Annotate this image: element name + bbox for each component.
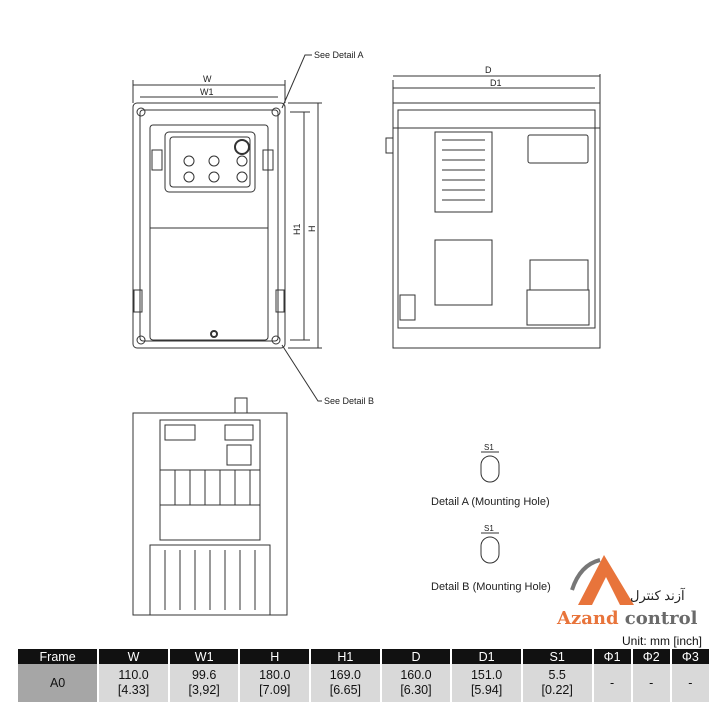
see-detail-a-label: See Detail A	[314, 50, 364, 60]
unit-label: Unit: mm [inch]	[621, 634, 702, 648]
col-phi2: Φ2	[632, 649, 670, 664]
cell-h: 180.0[7.09]	[240, 664, 310, 702]
dimension-drawing: W W1 H1 H See Detail A See Detail B D D1	[132, 50, 686, 616]
cell-phi2: -	[632, 664, 670, 702]
label-w: W	[203, 74, 212, 84]
bottom-view	[132, 397, 288, 616]
logo-persian-text: آزند کنترل	[630, 587, 686, 604]
cell-frame: A0	[18, 664, 98, 702]
cell-phi1: -	[593, 664, 631, 702]
logo-brand-control: control	[624, 608, 698, 629]
table-row: A0 110.0[4.33] 99.6[3,92] 180.0[7.09] 16…	[18, 664, 709, 702]
cell-s1: 5.5[0.22]	[522, 664, 592, 702]
cell-w1: 99.6[3,92]	[169, 664, 239, 702]
side-view: D D1	[385, 65, 601, 349]
cell-phi3: -	[671, 664, 709, 702]
logo-wordmark: Azand control	[557, 608, 698, 629]
col-d1: D1	[452, 649, 521, 664]
col-s1: S1	[522, 649, 592, 664]
see-detail-b-label: See Detail B	[324, 396, 374, 406]
detail-a-s1-label: S1	[484, 443, 494, 452]
cell-d: 160.0[6.30]	[381, 664, 451, 702]
col-w: W	[99, 649, 168, 664]
dimension-table: Frame W W1 H H1 D D1 S1 Φ1 Φ2 Φ3 A0 110.…	[16, 649, 711, 702]
col-phi1: Φ1	[593, 649, 631, 664]
col-h: H	[240, 649, 310, 664]
table-header-row: Frame W W1 H H1 D D1 S1 Φ1 Φ2 Φ3	[18, 649, 709, 664]
col-w1: W1	[169, 649, 239, 664]
col-phi3: Φ3	[671, 649, 709, 664]
cell-w: 110.0[4.33]	[99, 664, 168, 702]
col-frame: Frame	[18, 649, 98, 664]
detail-a-caption: Detail A (Mounting Hole)	[431, 496, 550, 508]
detail-b-caption: Detail B (Mounting Hole)	[431, 581, 551, 593]
azand-logo-mark: آزند کنترل	[570, 555, 686, 605]
detail-a: S1 Detail A (Mounting Hole)	[431, 443, 550, 508]
label-d: D	[485, 65, 492, 75]
cell-h1: 169.0[6.65]	[311, 664, 380, 702]
label-h1: H1	[292, 223, 302, 235]
detail-b-s1-label: S1	[484, 524, 494, 533]
front-view: W W1 H1 H See Detail A See Detail B	[132, 50, 374, 406]
label-d1: D1	[490, 78, 502, 88]
col-d: D	[381, 649, 451, 664]
logo-brand-azand: Azand	[557, 608, 625, 629]
detail-b: S1 Detail B (Mounting Hole)	[431, 524, 551, 593]
label-w1: W1	[200, 87, 214, 97]
label-h: H	[307, 226, 317, 233]
col-h1: H1	[311, 649, 380, 664]
cell-d1: 151.0[5.94]	[452, 664, 521, 702]
